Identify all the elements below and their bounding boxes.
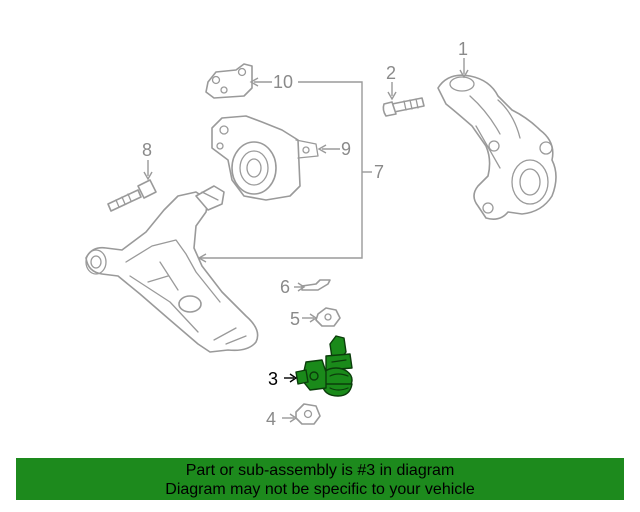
nut-part-4[interactable] (295, 403, 321, 425)
callout-1[interactable]: 1 (458, 39, 468, 59)
part-info-banner: Part or sub-assembly is #3 in diagram Di… (16, 458, 624, 500)
callout-5[interactable]: 5 (290, 309, 300, 329)
bolt-part-2[interactable] (382, 97, 425, 117)
callout-3[interactable]: 3 (268, 369, 278, 389)
nut-part-5[interactable] (315, 307, 341, 327)
clip-part-6[interactable] (301, 279, 331, 291)
leader-lines (143, 58, 469, 423)
ball-joint-part-3[interactable] (295, 335, 353, 397)
banner-line-part-number: Part or sub-assembly is #3 in diagram (185, 462, 455, 479)
callout-4[interactable]: 4 (266, 409, 276, 429)
callout-6[interactable]: 6 (280, 277, 290, 297)
callout-8[interactable]: 8 (142, 140, 152, 160)
callout-10[interactable]: 10 (273, 72, 293, 92)
callout-9[interactable]: 9 (341, 139, 351, 159)
steering-knuckle-part[interactable] (437, 74, 557, 220)
lower-control-arm[interactable] (85, 185, 259, 353)
parts-diagram: 1 2 3 4 5 6 7 8 9 10 (85, 39, 557, 429)
callout-7[interactable]: 7 (374, 162, 384, 182)
callout-2[interactable]: 2 (386, 63, 396, 83)
banner-line-disclaimer: Diagram may not be specific to your vehi… (165, 481, 475, 498)
bolt-part-8[interactable] (107, 179, 157, 212)
bushing-assembly-part-9[interactable] (211, 115, 319, 201)
bracket-part-10[interactable] (205, 63, 253, 99)
